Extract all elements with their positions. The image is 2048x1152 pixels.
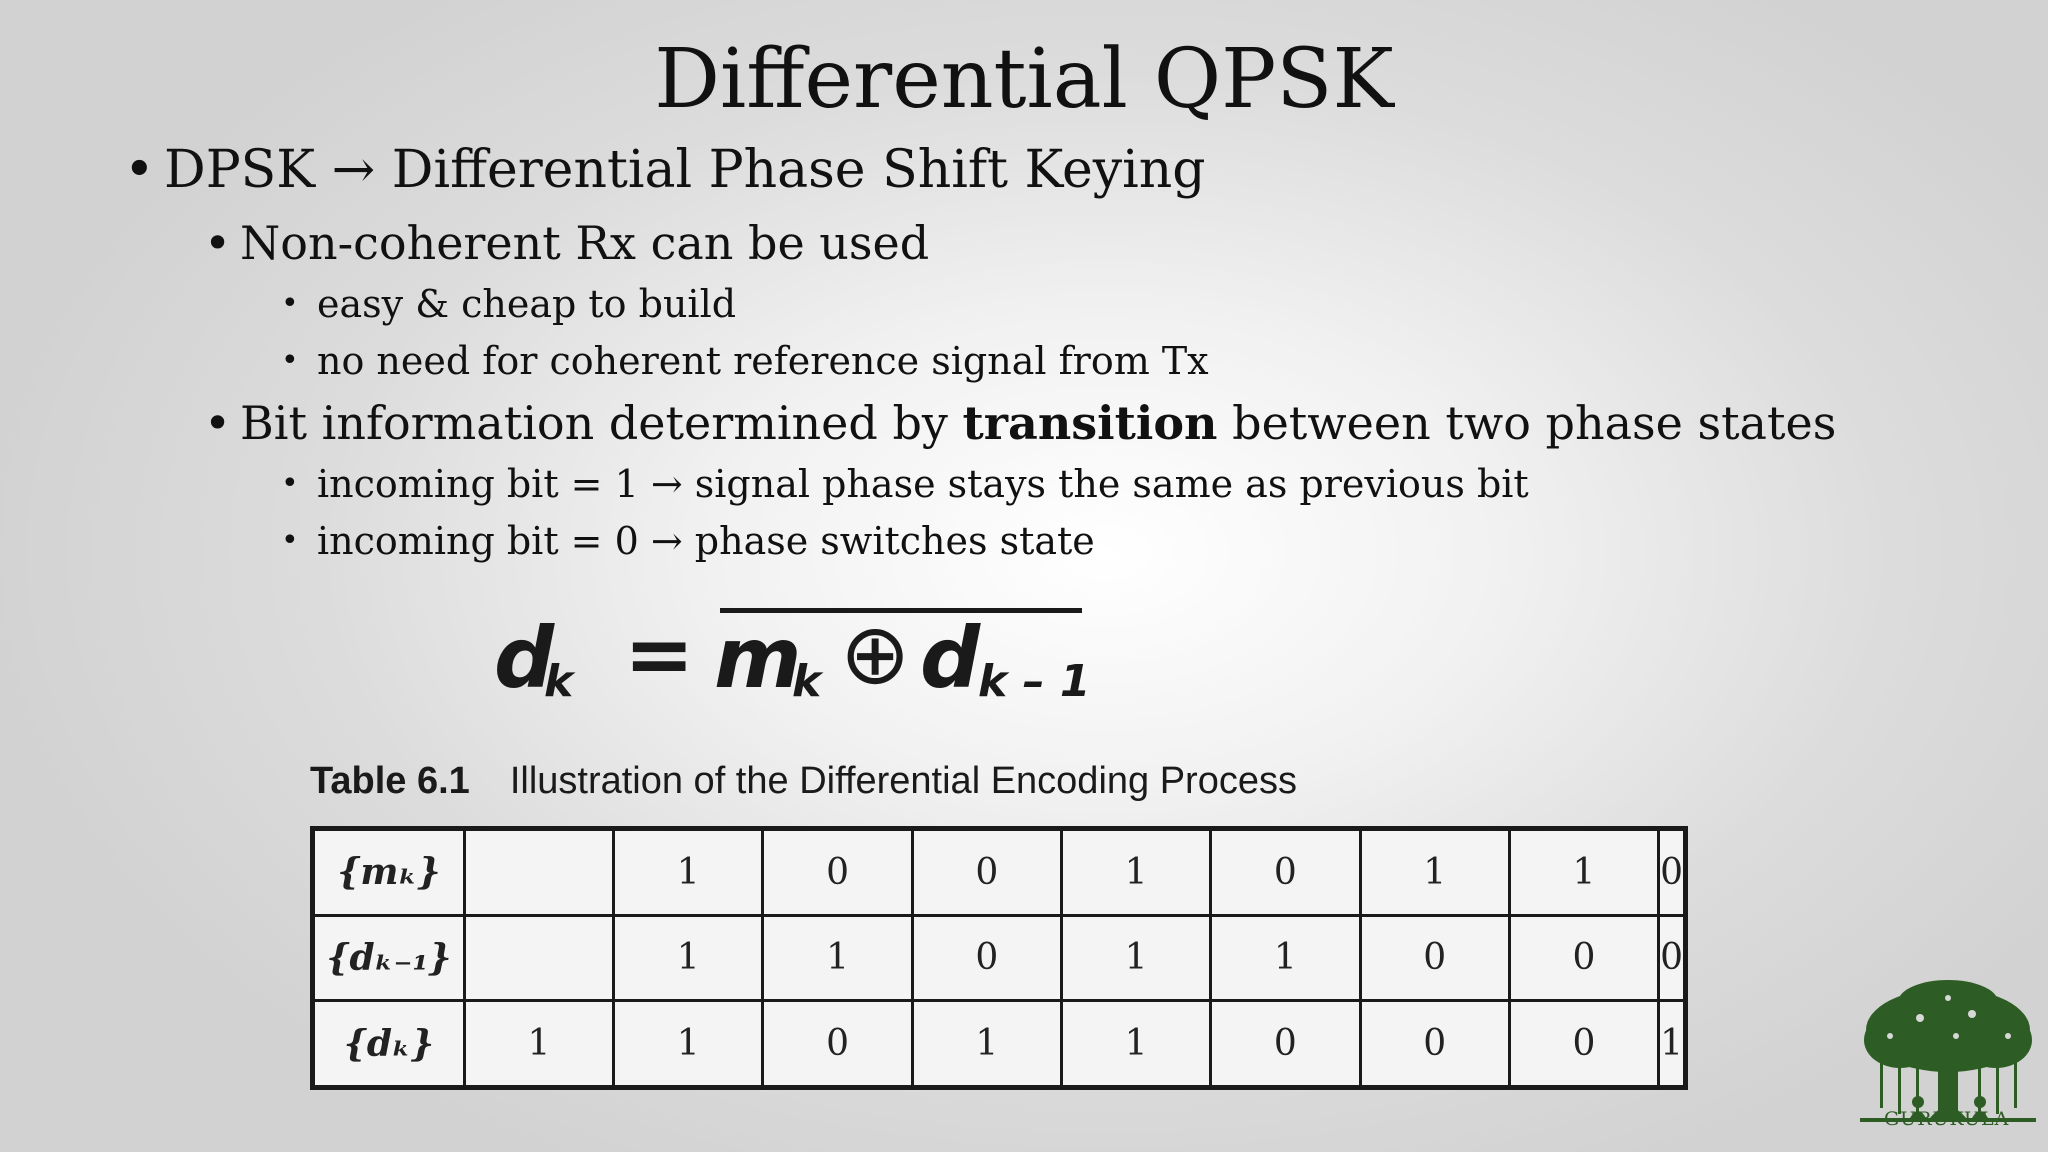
table-row-dk: {dₖ} 1 1 0 1 1 0 0 0 1 — [311, 999, 1687, 1089]
bullet-text: incoming bit = 0 → phase switches state — [317, 519, 1095, 563]
table-cell: 1 — [612, 999, 765, 1089]
table-caption-text: Illustration of the Differential Encodin… — [509, 760, 1297, 802]
table-cell: 0 — [1657, 913, 1687, 1003]
table-cell: 1 — [462, 999, 616, 1089]
table-cell: 1 — [1358, 827, 1511, 917]
bullet-dot: • — [281, 286, 299, 321]
table-cell: 0 — [910, 827, 1063, 917]
table-row-mk: {mₖ} 1 0 0 1 0 1 1 0 — [311, 827, 1687, 917]
bullet-dot: • — [204, 216, 232, 270]
bullet-dot: • — [204, 396, 232, 450]
row-header: {dₖ} — [311, 999, 466, 1089]
bullet-text-pre: Bit information determined by — [240, 396, 963, 450]
table-cell: 0 — [910, 913, 1063, 1003]
bullet-text: easy & cheap to build — [317, 282, 737, 326]
banyan-tree-icon — [1860, 978, 2036, 1130]
bullet-text: DPSK → Differential Phase Shift Keying — [164, 140, 1206, 200]
bullet-no-reference: • no need for coherent reference signal … — [281, 339, 1209, 383]
logo-text: GURUKULA — [1884, 1108, 2010, 1130]
table-cell: 1 — [1059, 913, 1213, 1003]
row-header: {mₖ} — [311, 827, 466, 917]
formula-m: m — [714, 609, 802, 707]
table-cell: 1 — [910, 999, 1063, 1089]
table-cell: 1 — [1059, 999, 1213, 1089]
bullet-text: incoming bit = 1 → signal phase stays th… — [317, 462, 1529, 506]
table-cell: 0 — [1657, 827, 1687, 917]
table-cell: 0 — [1358, 913, 1511, 1003]
bullet-bit-zero: • incoming bit = 0 → phase switches stat… — [281, 519, 1095, 563]
table-cell: 1 — [1209, 913, 1362, 1003]
formula-lhs-sub: k — [544, 656, 574, 707]
table-cell: 0 — [1209, 999, 1362, 1089]
bullet-text-post: between two phase states — [1217, 396, 1837, 450]
table-cell: 1 — [612, 913, 765, 1003]
table-cell: 1 — [761, 913, 914, 1003]
table-caption: Table 6.1 Illustration of the Differentia… — [310, 760, 1297, 803]
bullet-bit-one: • incoming bit = 1 → signal phase stays … — [281, 462, 1529, 506]
bullet-transition: • Bit information determined by transiti… — [204, 396, 1837, 450]
slide-title: Differential QPSK — [654, 32, 1394, 127]
bullet-dpsk: • DPSK → Differential Phase Shift Keying — [124, 140, 1206, 200]
table-cell: 0 — [1507, 913, 1661, 1003]
table-cell — [462, 913, 616, 1003]
differential-encoding-formula: d k = m k ⊕ d k – 1 — [488, 598, 1108, 718]
formula-d-sub: k – 1 — [978, 656, 1091, 707]
bullet-dot: • — [124, 140, 155, 200]
bullet-text: Non-coherent Rx can be used — [240, 216, 930, 270]
table-cell: 0 — [1507, 999, 1661, 1089]
table-caption-label: Table 6.1 — [310, 760, 470, 802]
encoding-table: {mₖ} 1 0 0 1 0 1 1 0 {dₖ₋₁} 1 1 0 1 1 0 … — [310, 826, 1688, 1090]
bullet-dot: • — [281, 343, 299, 378]
table-cell: 1 — [612, 827, 765, 917]
bullet-dot: • — [281, 523, 299, 558]
table-cell: 0 — [761, 827, 914, 917]
table-row-dk-1: {dₖ₋₁} 1 1 0 1 1 0 0 0 — [311, 913, 1687, 1003]
bullet-noncoherent: • Non-coherent Rx can be used — [204, 216, 930, 270]
row-header: {dₖ₋₁} — [311, 913, 466, 1003]
table-cell: 1 — [1059, 827, 1213, 917]
bullet-text-bold: transition — [962, 396, 1218, 450]
table-cell: 0 — [1358, 999, 1511, 1089]
formula-complement-bar — [720, 608, 1082, 613]
bullet-dot: • — [281, 466, 299, 501]
formula-d: d — [920, 609, 981, 707]
bullet-easy-cheap: • easy & cheap to build — [281, 282, 737, 326]
formula-equals: = — [624, 605, 695, 703]
bullet-text: no need for coherent reference signal fr… — [317, 339, 1209, 383]
formula-xor: ⊕ — [840, 605, 911, 703]
table-cell: 1 — [1657, 999, 1687, 1089]
table-cell: 0 — [1209, 827, 1362, 917]
table-cell — [462, 827, 616, 917]
formula-m-sub: k — [792, 656, 822, 707]
formula-lhs: d — [494, 609, 555, 707]
table-cell: 1 — [1507, 827, 1661, 917]
table-cell: 0 — [761, 999, 914, 1089]
